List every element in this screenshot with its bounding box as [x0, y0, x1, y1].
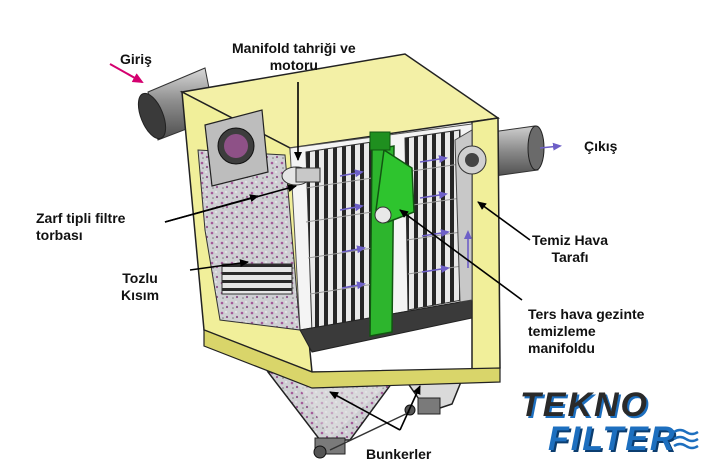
callout-lines [164, 82, 531, 431]
airflow-arrows [339, 142, 562, 290]
inlet-plenum [204, 109, 269, 187]
manifold-motor [281, 166, 321, 186]
label-reverse-air: Ters hava gezinte temizleme manifoldu [528, 306, 645, 356]
dusty-section [197, 149, 301, 331]
label-envelope-bag: Zarf tipli filtre torbası [36, 210, 126, 243]
logo-line2: FILTER [548, 420, 677, 458]
inlet-arrow [109, 63, 144, 83]
label-hoppers: Bunkerler [366, 446, 432, 462]
label-giris: Giriş [120, 51, 152, 67]
label-dusty-section: Tozlu Kısım [121, 270, 160, 303]
logo-line1: TEKNO [520, 386, 649, 424]
outlet-pipe [491, 125, 545, 177]
reverse-air-manifold [369, 131, 415, 337]
label-cikis: Çıkış [584, 138, 618, 154]
label-clean-air: Temiz Hava Tarafı [532, 232, 608, 265]
logo-wave-icon [673, 428, 699, 450]
label-manifold-drive: Manifold tahriği ve motoru [232, 40, 356, 73]
